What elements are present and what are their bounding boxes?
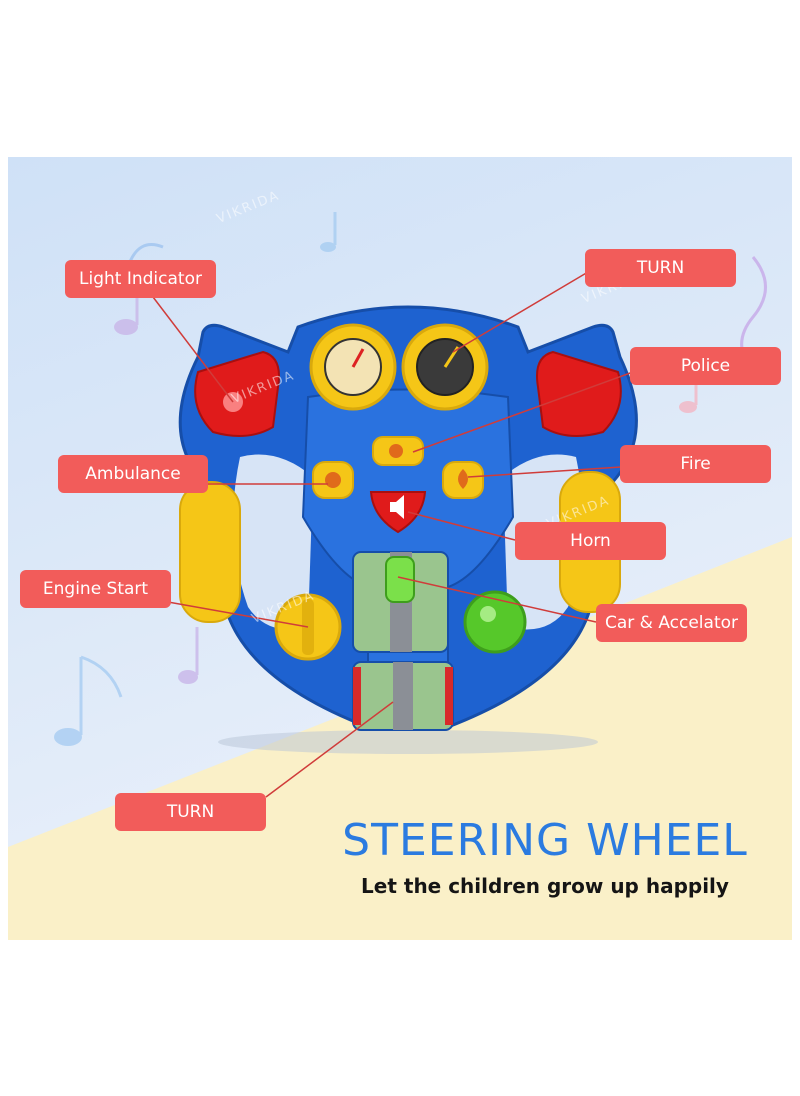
gauges [309, 323, 489, 411]
callout-fire: Fire [620, 445, 771, 483]
callout-horn: Horn [515, 522, 666, 560]
callout-ambulance: Ambulance [58, 455, 208, 493]
music-notes-decoration [54, 212, 767, 746]
callout-engine-start: Engine Start [20, 570, 171, 608]
tagline: Let the children grow up happily [361, 874, 729, 898]
headline: STEERING WHEEL [342, 815, 748, 866]
callout-turn-top: TURN [585, 249, 736, 287]
left-grip [179, 481, 241, 623]
callout-light-indicator: Light Indicator [65, 260, 216, 298]
wheel-shadow [218, 730, 598, 754]
callout-car-accelerator: Car & Accelator [596, 604, 747, 642]
callout-police: Police [630, 347, 781, 385]
callout-turn-bottom: TURN [115, 793, 266, 831]
right-red-light [536, 350, 622, 437]
callout-leader-lines [152, 271, 634, 798]
toy-car [385, 556, 415, 603]
accelerator-button [463, 590, 527, 654]
